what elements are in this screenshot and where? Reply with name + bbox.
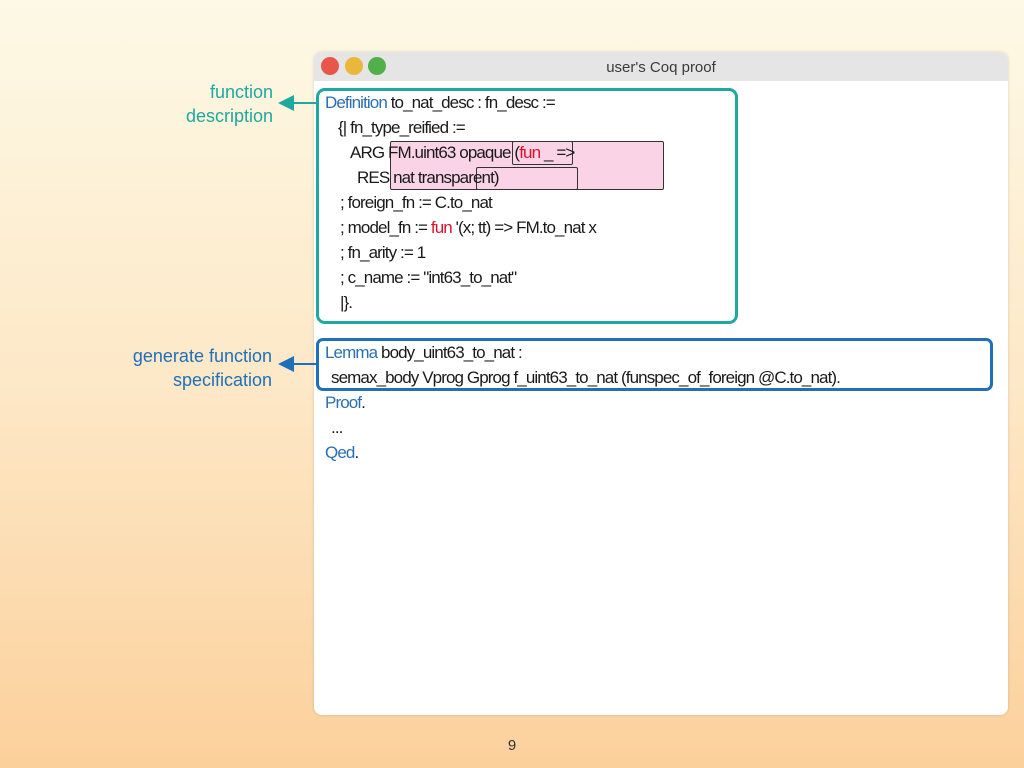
function-description-label: function description [185,82,273,126]
code-window: user's Coq proof [314,52,1008,715]
window-title: user's Coq proof [606,59,716,76]
code-line-lemma: Lemma body_uint63_to_nat : [325,343,523,362]
generate-spec-label: generate function specification [132,346,272,390]
highlight-fun-binder [512,141,573,165]
keyword-lemma: Lemma [325,343,378,362]
keyword-proof: Proof [325,393,362,412]
code-line: RES nat transparent) [357,168,500,187]
code-line-definition: Definition to_nat_desc : fn_desc := [325,93,556,112]
keyword-qed: Qed [325,443,355,462]
close-button-icon[interactable] [321,57,339,75]
code-line: ARG FM.uint63 opaque (fun _ => [350,143,575,162]
keyword-fun: fun [430,218,453,237]
coq-code: Definition to_nat_desc : fn_desc := {| f… [0,0,1024,462]
code-line: ; c_name := "int63_to_nat" [340,268,517,287]
function-spec-frame [316,338,993,391]
code-line: {| fn_type_reified := [338,118,466,137]
code-line: |}. [340,293,353,312]
highlight-res-type [476,167,578,190]
minimize-button-icon[interactable] [345,57,363,75]
code-line-qed: Qed. [325,443,359,462]
code-line: ; foreign_fn := C.to_nat [340,193,493,212]
code-line-proof: Proof. [325,393,366,412]
code-line: ; model_fn := fun '(x; tt) => FM.to_nat … [340,218,597,237]
code-line: ; fn_arity := 1 [340,243,426,262]
window-titlebar: user's Coq proof [314,52,1008,81]
keyword-definition: Definition [325,93,388,112]
code-line: semax_body Vprog Gprog f_uint63_to_nat (… [331,368,841,387]
keyword-fun: fun [519,143,541,162]
page-number: 9 [507,737,517,754]
maximize-button-icon[interactable] [368,57,386,75]
function-description-frame [316,88,738,324]
code-line: ... [331,418,343,437]
